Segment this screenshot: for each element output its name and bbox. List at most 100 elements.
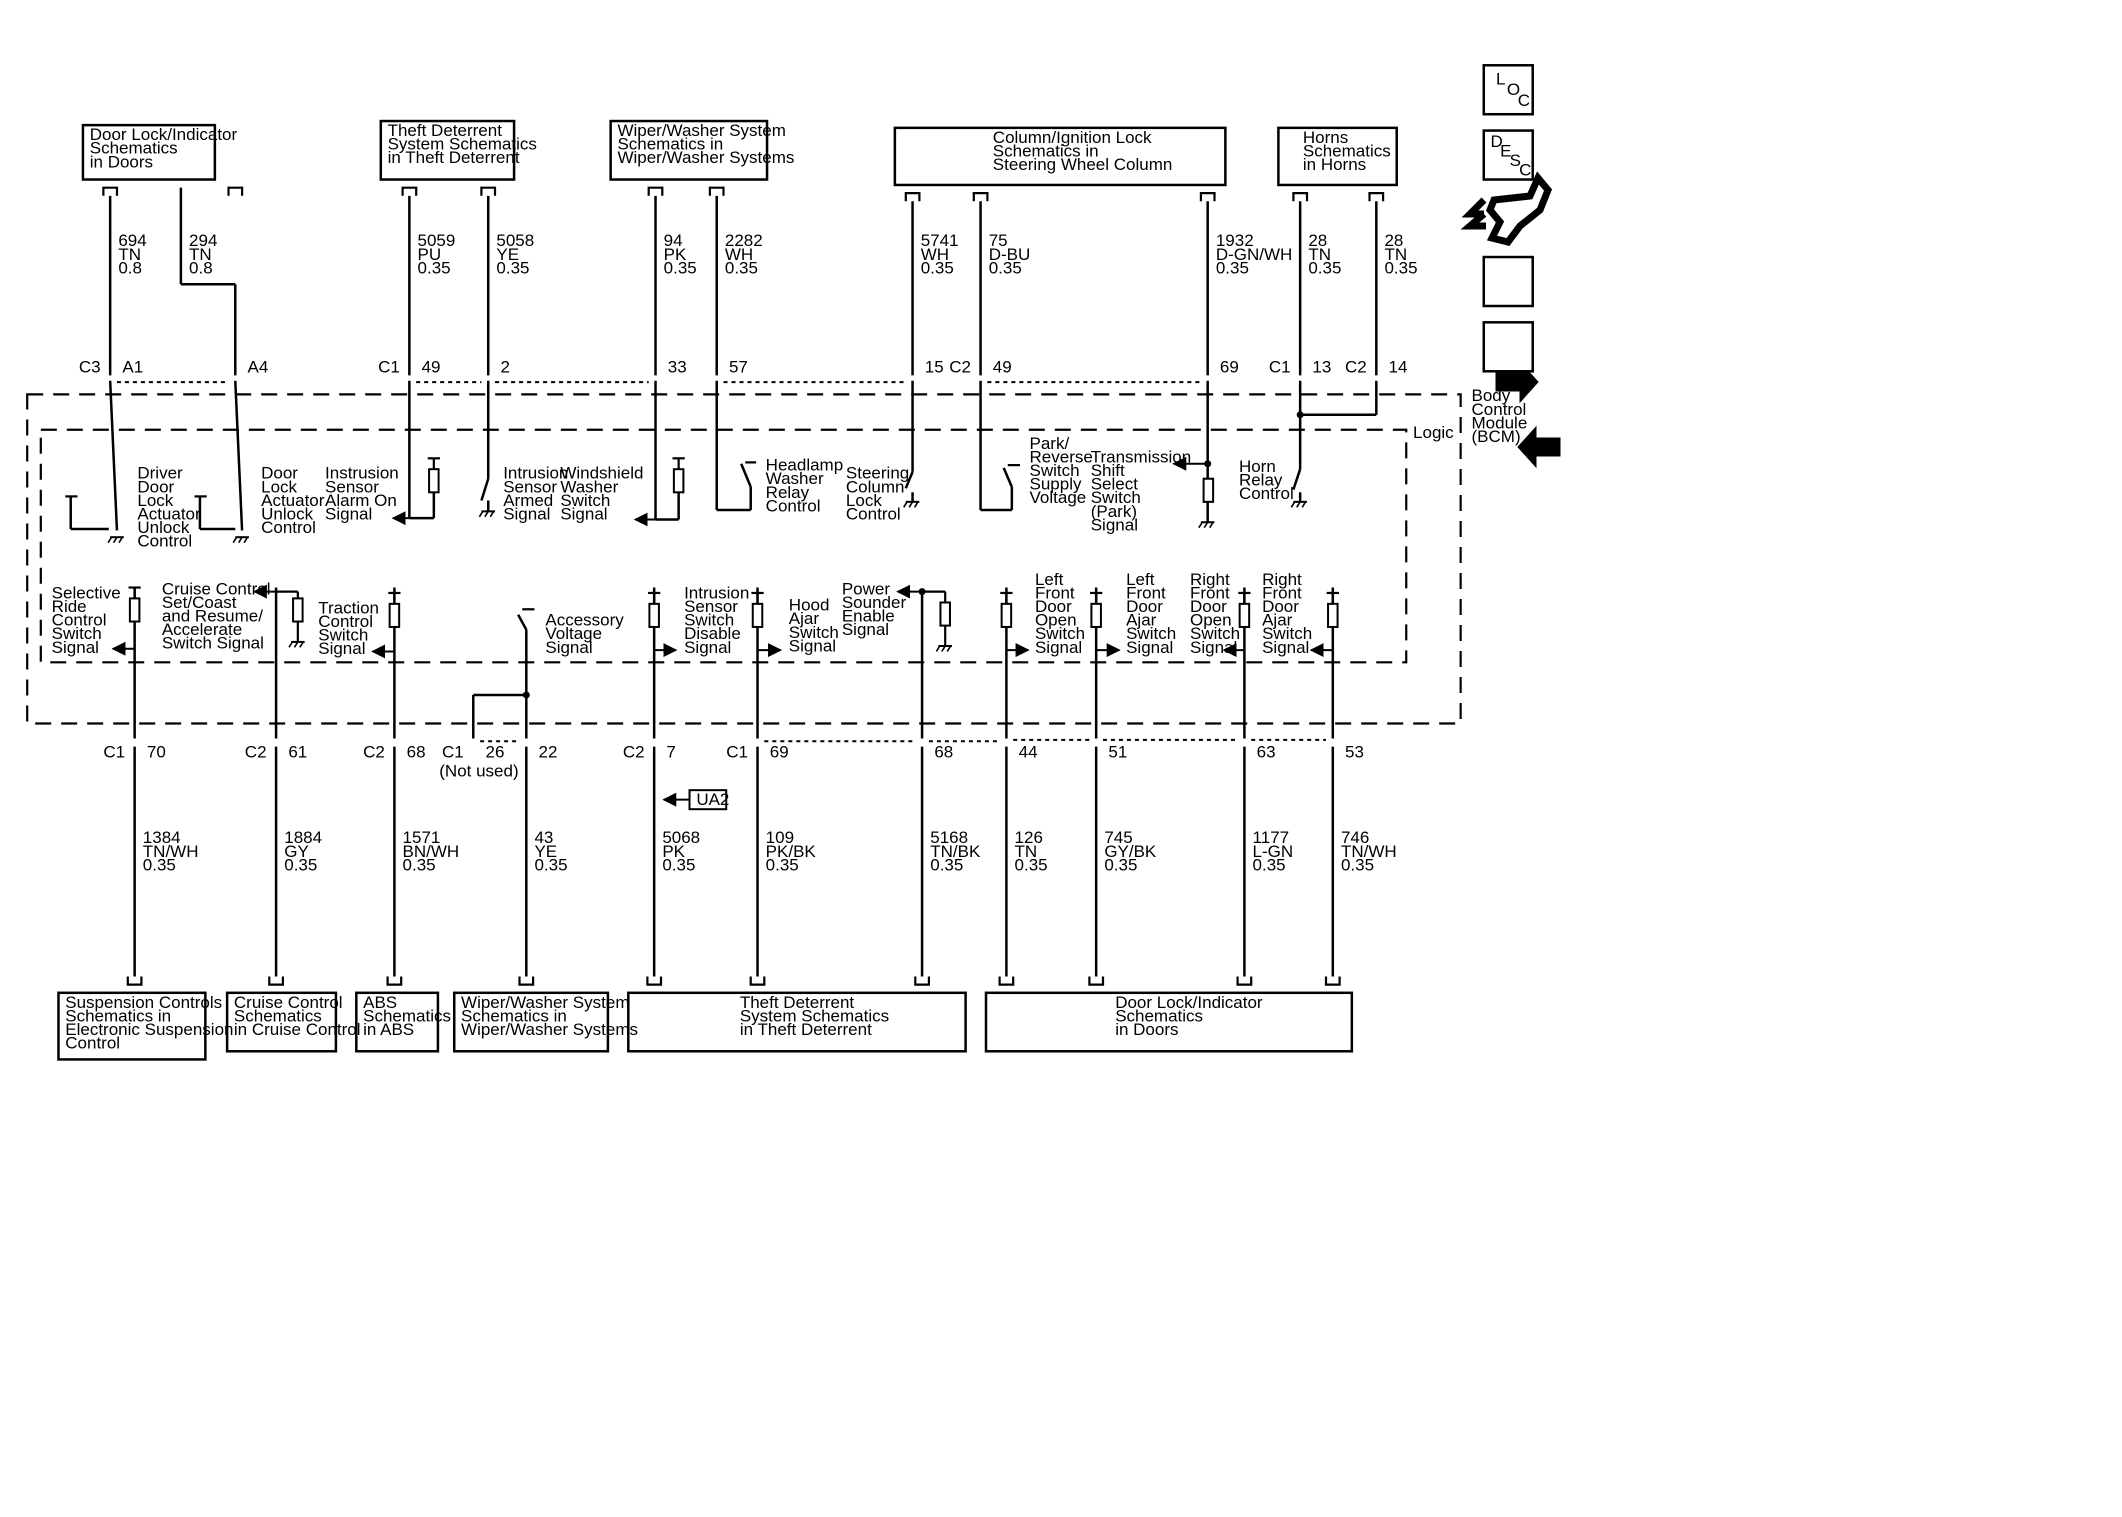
lower-signal-label-line: Front (1126, 583, 1166, 602)
bottom-pin-number: 61 (288, 743, 307, 762)
lower-signal-label-line: Signal (545, 638, 592, 657)
top-connector-id: C1 (378, 358, 400, 377)
top-wire-label-line: 1932 (1216, 231, 1254, 250)
bcm-label-line: (BCM) (1472, 427, 1521, 446)
upper-signal-label-line: Lock (261, 477, 297, 496)
lower-signal-label-line: and Resume/ (162, 607, 263, 626)
ground-icon-hatch (1301, 501, 1307, 508)
box-terminal (1088, 976, 1105, 986)
ground-icon-hatch (112, 536, 118, 544)
top-box-text-line: Door Lock/Indicator (90, 125, 238, 144)
top-wire-label-line: 0.35 (664, 258, 697, 277)
top-box-text-line: Schematics (90, 139, 178, 158)
bottom-wire-label-line: 43 (534, 828, 553, 847)
box-terminal (1324, 976, 1341, 986)
upper-signal-label-line: Switch (1091, 488, 1141, 507)
lower-signal-label-line: Ride (52, 597, 87, 616)
bottom-wire-label-line: 0.35 (403, 855, 436, 874)
desc-letter: D (1491, 132, 1503, 151)
ground-icon-hatch (908, 501, 914, 508)
bottom-wire-label-line: 0.35 (1104, 855, 1137, 874)
ground-icon-hatch (478, 510, 484, 518)
bottom-box-text-line: in ABS (363, 1020, 414, 1039)
ground-icon-hatch (903, 501, 908, 508)
bottom-wire-label-line: TN/WH (143, 842, 199, 861)
next-page-button[interactable] (1482, 255, 1534, 308)
bottom-pin-number: 53 (1345, 743, 1364, 762)
bottom-wire-label-line: PK/BK (766, 842, 817, 861)
top-pin-number: 2 (500, 358, 509, 377)
bottom-pin-number: 68 (934, 743, 953, 762)
bottom-wire-label-line: TN/WH (1341, 842, 1397, 861)
ground-icon-hatch (238, 536, 243, 544)
upper-signal-label-line: Windshield (560, 464, 643, 483)
lower-signal-label-line: Sounder (842, 593, 907, 612)
top-pin-number: 13 (1312, 358, 1331, 377)
top-pin-number: 15 (925, 358, 944, 377)
box-terminal (708, 186, 725, 196)
bottom-box-text-line: Control (65, 1034, 120, 1053)
box-terminal (227, 186, 244, 196)
lower-signal-label-line: Front (1190, 583, 1230, 602)
bottom-connector-id: C1 (726, 743, 748, 762)
upper-signal-label-line: Actuator (261, 491, 325, 510)
top-box-text-line: Schematics in (993, 141, 1099, 160)
bottom-wire-label-line: BN/WH (403, 842, 460, 861)
top-wire-label-line: 0.35 (921, 258, 954, 277)
upper-signal-label-line: Door (137, 477, 174, 496)
box-terminal (480, 186, 497, 196)
desc-letter: E (1500, 141, 1511, 160)
lower-signal-label-line: Right (1190, 570, 1230, 589)
top-wire-label-line: 5058 (496, 231, 534, 250)
upper-signal-label-line: Switch (560, 491, 610, 510)
top-wire-label-line: WH (921, 245, 949, 264)
upper-signal-label-line: Supply (1030, 475, 1082, 494)
pulldown-resistor-icon (1202, 477, 1215, 503)
upper-signal-label-line: Door (261, 464, 298, 483)
loc-button[interactable] (1482, 64, 1534, 116)
bottom-box-text-line: Schematics in (65, 1006, 171, 1025)
top-wire-label-line: 94 (664, 231, 683, 250)
lower-signal-label-line: Signal (789, 636, 836, 655)
desc-button[interactable] (1482, 129, 1534, 181)
wrench-icon[interactable] (1460, 171, 1553, 246)
upper-signal-label-line: Park/ (1030, 434, 1070, 453)
upper-signal-label-line: Transmission (1091, 447, 1191, 466)
logic-outline (39, 428, 1408, 664)
lower-signal-label-line: Sensor (684, 597, 738, 616)
wire-segment (480, 478, 490, 501)
box-terminal (972, 192, 989, 202)
top-wire-label-line: TN (1384, 245, 1407, 264)
bottom-schematic-box (452, 991, 610, 1053)
bottom-wire-label-line: PK (662, 842, 685, 861)
upper-signal-label-line: Signal (560, 505, 607, 524)
upper-signal-label-line: Unlock (261, 505, 313, 524)
top-wire-label-line: YE (496, 245, 519, 264)
previous-page-button[interactable] (1482, 321, 1534, 373)
bottom-wire-label-line: 0.35 (662, 855, 695, 874)
top-wire-label-line: 28 (1384, 231, 1403, 250)
lower-signal-label-line: Signal (1035, 638, 1082, 657)
upper-signal-label-line: Unlock (137, 518, 189, 537)
ground-icon-hatch (293, 641, 299, 648)
bottom-schematic-box (225, 991, 338, 1053)
arrow-left-icon (1517, 425, 1561, 469)
top-box-text-line: Column/Ignition Lock (993, 128, 1152, 147)
bottom-pin-number: 26 (486, 743, 505, 762)
pullup-resistor-icon (1238, 602, 1251, 628)
top-connector-id: C2 (1345, 358, 1367, 377)
